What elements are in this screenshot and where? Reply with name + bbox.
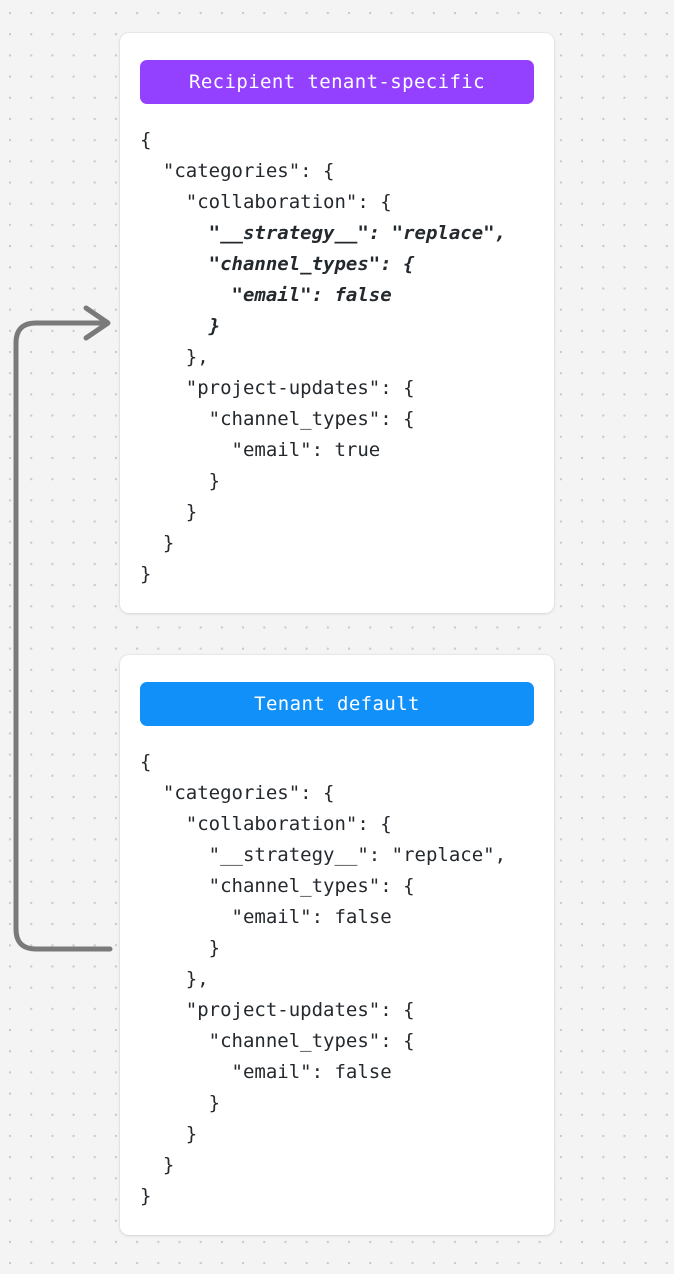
code-line: } [140,1185,152,1207]
code-line: } [140,563,152,585]
inheritance-arrow [13,305,113,952]
code-line: "channel_types": { [140,253,415,275]
code-line: } [140,937,221,959]
code-line: }, [140,346,209,368]
code-line: "email": false [140,284,392,306]
code-line: } [140,1154,175,1176]
badge-tenant-default: Tenant default [140,682,534,726]
card-tenant-default: Tenant default { "categories": { "collab… [120,655,554,1235]
code-line: }, [140,968,209,990]
badge-recipient-tenant-specific: Recipient tenant-specific [140,60,534,104]
code-line: } [140,532,175,554]
code-line: } [140,470,221,492]
code-line: "project-updates": { [140,999,415,1021]
code-line: "email": false [140,1061,392,1083]
code-line: "collaboration": { [140,813,392,835]
code-line: } [140,1123,198,1145]
code-line: "channel_types": { [140,408,415,430]
code-line: "categories": { [140,782,335,804]
code-line: "channel_types": { [140,1030,415,1052]
code-line: { [140,751,152,773]
code-line: "collaboration": { [140,191,392,213]
code-line: "__strategy__": "replace", [140,844,507,866]
code-line: { [140,129,152,151]
code-block-recipient: { "categories": { "collaboration": { "__… [140,125,534,590]
code-line: } [140,315,221,337]
code-line: "project-updates": { [140,377,415,399]
code-line: } [140,1092,221,1114]
code-block-tenant-default: { "categories": { "collaboration": { "__… [140,747,534,1212]
card-recipient-tenant-specific: Recipient tenant-specific { "categories"… [120,33,554,613]
code-line: "categories": { [140,160,335,182]
code-line: "__strategy__": "replace", [140,222,507,244]
code-line: } [140,501,198,523]
code-line: "email": true [140,439,381,461]
code-line: "channel_types": { [140,875,415,897]
code-line: "email": false [140,906,392,928]
